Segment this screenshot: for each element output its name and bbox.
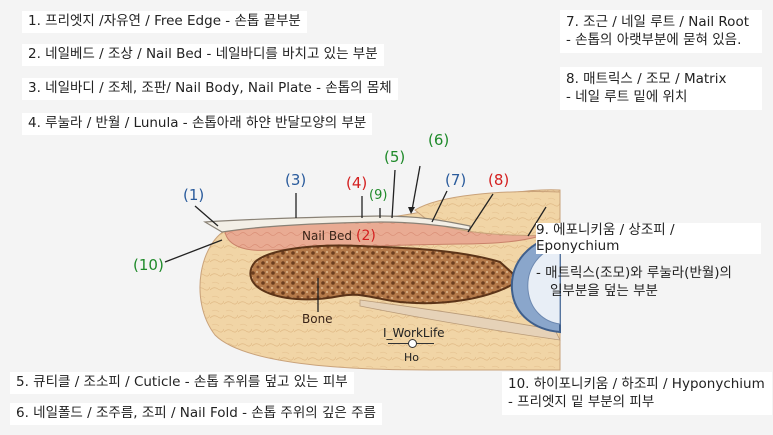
matrix-desc: - 네일 루트 밑에 위치 bbox=[566, 88, 688, 105]
label-nail-root: 7. 조근 / 네일 루트 / Nail Root - 손톱의 아랫부분에 묻혀… bbox=[560, 10, 762, 54]
marker-2: (2) bbox=[356, 228, 376, 244]
matrix-title: 8. 매트릭스 / 조모 / Matrix bbox=[566, 71, 727, 87]
bone-text: Bone bbox=[302, 312, 333, 326]
nail-root-title: 7. 조근 / 네일 루트 / Nail Root bbox=[566, 14, 749, 30]
label-nail-fold: 6. 네일폴드 / 조주름, 조피 / Nail Fold - 손톱 주위의 깊… bbox=[10, 403, 382, 425]
nail-root-desc: - 손톱의 아랫부분에 묻혀 있음. bbox=[566, 31, 742, 48]
label-hyponychium: 10. 하이포니키움 / 하조피 / Hyponychium - 프리엣지 밑 … bbox=[502, 372, 772, 416]
eponychium-title: 9. 에포니키움 / 상조피 / Eponychium bbox=[536, 222, 761, 255]
hyponychium-title: 10. 하이포니키움 / 하조피 / Hyponychium bbox=[508, 376, 765, 392]
marker-6: (6) bbox=[428, 131, 450, 149]
label-cuticle: 5. 큐티클 / 조소피 / Cuticle - 손톱 주위를 덮고 있는 피부 bbox=[10, 372, 354, 394]
marker-7: (7) bbox=[445, 171, 467, 189]
marker-4: (4) bbox=[346, 174, 368, 192]
nail-bed-text: Nail Bed bbox=[302, 229, 353, 243]
leader-lines bbox=[164, 165, 547, 312]
label-eponychium: 9. 에포니키움 / 상조피 / Eponychium - 매트릭스(조모)와 … bbox=[530, 218, 767, 304]
marker-8: (8) bbox=[488, 171, 510, 189]
marker-5: (5) bbox=[384, 148, 406, 166]
watermark-sub: Ho bbox=[404, 351, 420, 364]
tendon bbox=[359, 299, 561, 341]
marker-9: (9) bbox=[369, 188, 388, 203]
watermark-circle-icon bbox=[408, 339, 417, 348]
eponychium-desc-2: 일부분을 덮는 부분 bbox=[550, 282, 658, 299]
label-free-edge: 1. 프리엣지 /자유연 / Free Edge - 손톱 끝부분 bbox=[22, 11, 307, 33]
label-lunula: 4. 루눌라 / 반월 / Lunula - 손톱아래 하얀 반달모양의 부분 bbox=[22, 113, 373, 135]
watermark: I_WorkLife bbox=[383, 326, 445, 340]
label-nail-bed: 2. 네일베드 / 조상 / Nail Bed - 네일바디를 바치고 있는 부… bbox=[22, 44, 384, 66]
marker-1: (1) bbox=[183, 186, 205, 204]
label-matrix: 8. 매트릭스 / 조모 / Matrix - 네일 루트 밑에 위치 bbox=[560, 67, 762, 111]
hyponychium-desc: - 프리엣지 밑 부분의 피부 bbox=[508, 393, 655, 410]
marker-3: (3) bbox=[285, 171, 307, 189]
eponychium-desc-1: - 매트릭스(조모)와 루눌라(반월)의 bbox=[536, 265, 732, 282]
marker-10: (10) bbox=[133, 256, 164, 274]
label-nail-body: 3. 네일바디 / 조체, 조판/ Nail Body, Nail Plate … bbox=[22, 78, 398, 100]
